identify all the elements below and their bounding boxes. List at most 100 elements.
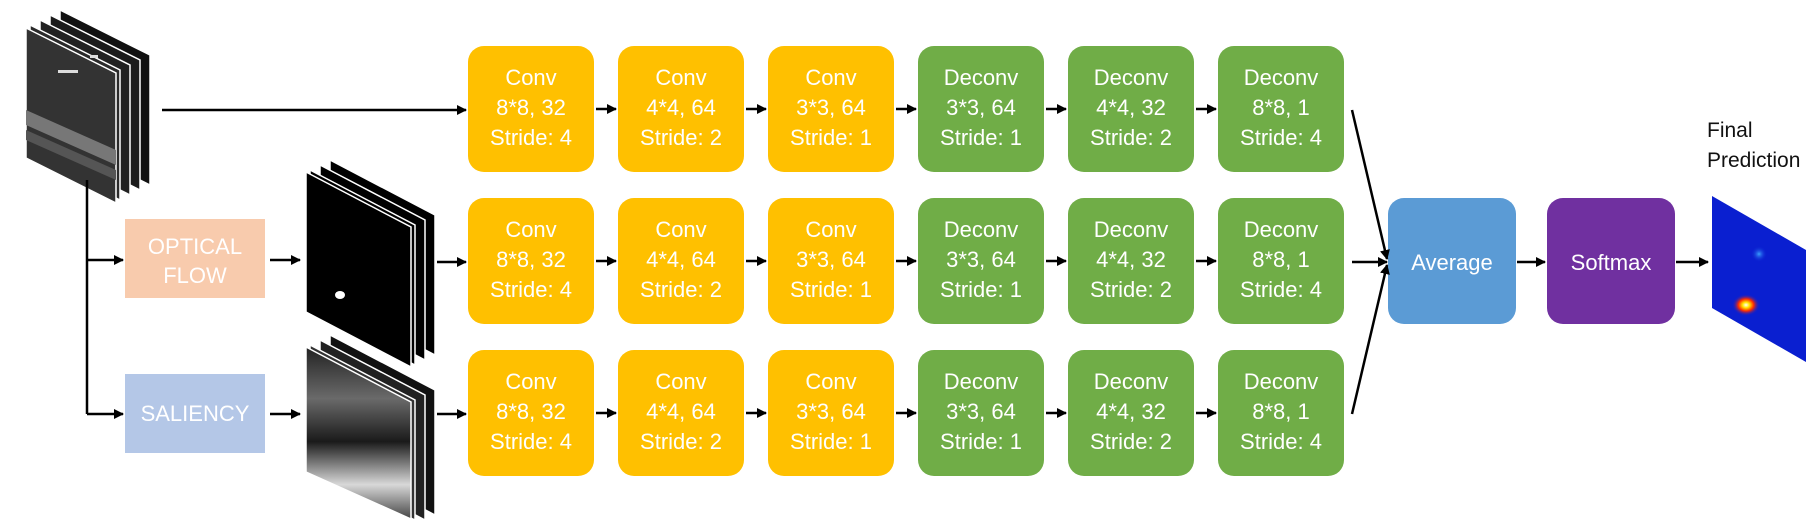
block-shape (1068, 350, 1194, 476)
block-line-2: 8*8, 32 (496, 95, 566, 120)
block-line-3: Stride: 2 (1090, 125, 1172, 150)
block-line-1: Conv (655, 65, 706, 90)
optical-flow-box: OPTICAL FLOW (125, 219, 265, 298)
block-line-3: Stride: 4 (1240, 277, 1322, 302)
block-line-3: Stride: 4 (490, 125, 572, 150)
deconv-block-r3-6: Deconv 8*8, 1 Stride: 4 (1218, 350, 1344, 476)
layer-rows: Conv 8*8, 32 Stride: 4 Conv 4*4, 64 Stride: 2… (468, 46, 1344, 476)
block-line-3: Stride: 4 (1240, 125, 1322, 150)
deconv-block-r2-4: Deconv 3*3, 64 Stride: 1 (918, 198, 1044, 324)
block-shape (1068, 46, 1194, 172)
block-line-2: 8*8, 1 (1252, 399, 1310, 424)
block-line-2: 8*8, 1 (1252, 247, 1310, 272)
block-line-1: Conv (655, 217, 706, 242)
deconv-block-r2-6: Deconv 8*8, 1 Stride: 4 (1218, 198, 1344, 324)
block-line-3: Stride: 1 (940, 277, 1022, 302)
block-line-1: Deconv (944, 65, 1019, 90)
block-shape (1218, 198, 1344, 324)
block-line-1: Deconv (1094, 369, 1169, 394)
block-line-3: Stride: 4 (490, 429, 572, 454)
block-shape (768, 46, 894, 172)
block-shape (918, 198, 1044, 324)
connectors (85, 105, 1709, 419)
block-line-1: Conv (805, 217, 856, 242)
block-line-2: 3*3, 64 (796, 247, 866, 272)
optical-flow-frames-icon (305, 158, 436, 369)
block-line-2: 4*4, 32 (1096, 247, 1166, 272)
conv-block-r2-2: Conv 4*4, 64 Stride: 2 (618, 198, 744, 324)
block-line-2: 8*8, 1 (1252, 95, 1310, 120)
block-shape (618, 198, 744, 324)
optical-flow-label-2: FLOW (163, 263, 227, 288)
block-shape (918, 350, 1044, 476)
block-shape (468, 46, 594, 172)
block-line-1: Conv (805, 369, 856, 394)
block-line-2: 8*8, 32 (496, 247, 566, 272)
conv-block-r1-2: Conv 4*4, 64 Stride: 2 (618, 46, 744, 172)
block-line-2: 4*4, 64 (646, 95, 716, 120)
arrow-row1-to-average (1350, 109, 1390, 260)
deconv-block-r1-4: Deconv 3*3, 64 Stride: 1 (918, 46, 1044, 172)
deconv-block-r3-4: Deconv 3*3, 64 Stride: 1 (918, 350, 1044, 476)
saliency-frames-icon (305, 333, 436, 521)
block-shape (1218, 46, 1344, 172)
conv-block-r2-1: Conv 8*8, 32 Stride: 4 (468, 198, 594, 324)
conv-block-r2-3: Conv 3*3, 64 Stride: 1 (768, 198, 894, 324)
block-line-2: 4*4, 32 (1096, 95, 1166, 120)
block-line-1: Conv (505, 65, 556, 90)
block-line-1: Conv (805, 65, 856, 90)
block-line-1: Deconv (1244, 369, 1319, 394)
conv-block-r1-3: Conv 3*3, 64 Stride: 1 (768, 46, 894, 172)
block-line-2: 8*8, 32 (496, 399, 566, 424)
block-shape (768, 198, 894, 324)
block-line-3: Stride: 1 (940, 125, 1022, 150)
block-line-1: Deconv (1244, 217, 1319, 242)
block-line-2: 3*3, 64 (796, 399, 866, 424)
block-line-2: 4*4, 64 (646, 399, 716, 424)
block-line-1: Conv (505, 369, 556, 394)
block-line-3: Stride: 1 (790, 125, 872, 150)
block-line-2: 3*3, 64 (946, 95, 1016, 120)
block-shape (1218, 350, 1344, 476)
softmax-label: Softmax (1571, 250, 1652, 275)
input-frames-icon (25, 8, 151, 205)
final-prediction-label-2: Prediction (1707, 149, 1800, 172)
block-shape (468, 350, 594, 476)
block-line-1: Conv (505, 217, 556, 242)
average-box: Average (1388, 198, 1516, 324)
conv-block-r1-1: Conv 8*8, 32 Stride: 4 (468, 46, 594, 172)
average-label: Average (1411, 250, 1493, 275)
heatmap-prediction-icon (1712, 196, 1806, 362)
block-line-2: 3*3, 64 (946, 247, 1016, 272)
block-line-3: Stride: 2 (1090, 277, 1172, 302)
final-prediction-label-1: Final (1707, 119, 1753, 142)
block-line-3: Stride: 2 (640, 125, 722, 150)
block-line-2: 4*4, 64 (646, 247, 716, 272)
block-line-3: Stride: 4 (490, 277, 572, 302)
block-line-2: 3*3, 64 (946, 399, 1016, 424)
block-line-3: Stride: 4 (1240, 429, 1322, 454)
block-line-3: Stride: 2 (1090, 429, 1172, 454)
block-line-1: Conv (655, 369, 706, 394)
conv-block-r3-3: Conv 3*3, 64 Stride: 1 (768, 350, 894, 476)
block-line-3: Stride: 1 (940, 429, 1022, 454)
block-line-3: Stride: 2 (640, 429, 722, 454)
block-line-3: Stride: 1 (790, 429, 872, 454)
block-line-2: 4*4, 32 (1096, 399, 1166, 424)
saliency-box: SALIENCY (125, 374, 265, 453)
softmax-box: Softmax (1547, 198, 1675, 324)
block-line-1: Deconv (944, 369, 1019, 394)
block-shape (618, 46, 744, 172)
block-shape (1068, 198, 1194, 324)
block-shape (618, 350, 744, 476)
block-line-2: 3*3, 64 (796, 95, 866, 120)
deconv-block-r3-5: Deconv 4*4, 32 Stride: 2 (1068, 350, 1194, 476)
block-line-3: Stride: 1 (790, 277, 872, 302)
block-line-1: Deconv (1094, 65, 1169, 90)
block-shape (468, 198, 594, 324)
block-line-3: Stride: 2 (640, 277, 722, 302)
block-line-1: Deconv (944, 217, 1019, 242)
